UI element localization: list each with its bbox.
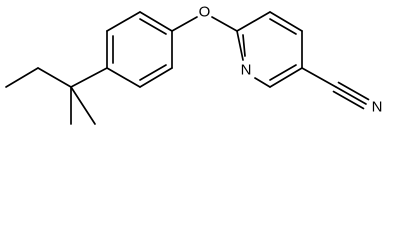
bond-quaternary-c-methyl-right <box>70 86 96 125</box>
bond-quaternary-c-to-benzene <box>70 67 108 88</box>
bond-ethyl-ch2-quaternary-c <box>37 67 72 88</box>
pyridine-double-bond-inner-3 <box>269 64 297 81</box>
pyridine-bond-n-c2 <box>236 30 244 61</box>
benzene-bond-3 <box>139 11 173 32</box>
pyridine-bond-c3-c4 <box>269 11 303 32</box>
benzene-ring <box>106 11 173 88</box>
pyridine-ring <box>236 11 303 88</box>
benzene-bond-5 <box>139 67 173 88</box>
ring-nitrogen-atom-label: N <box>241 62 252 79</box>
bond-ethyl-ch3-ch2 <box>5 67 39 88</box>
nitrile-group <box>301 67 370 110</box>
nitrile-nitrogen-atom-label: N <box>372 99 383 116</box>
pyridine-bond-c5-c6 <box>269 67 303 88</box>
nitrile-triple-bond-2 <box>337 81 370 101</box>
pyridine-bond-c2-c3 <box>236 11 271 32</box>
benzene-bond-6 <box>106 67 141 88</box>
chemical-structure-diagram: O N N <box>5 4 383 125</box>
nitrile-triple-bond-3 <box>332 90 365 110</box>
benzene-double-bond-inner-3 <box>139 64 167 81</box>
pyridine-bond-c6-n <box>254 77 271 88</box>
benzene-bond-2 <box>106 11 141 32</box>
tert-pentyl-group <box>5 67 108 125</box>
pyridine-double-bond-inner-1 <box>242 34 246 57</box>
bond-oxygen-to-pyridine <box>211 16 238 32</box>
nitrile-triple-bond-1 <box>335 86 367 105</box>
ether-linkage <box>171 16 238 32</box>
benzene-double-bond-inner-2 <box>139 18 167 35</box>
pyridine-double-bond-inner-2 <box>269 18 297 35</box>
bond-pyridine-to-nitrile-c <box>301 67 337 88</box>
oxygen-atom-label: O <box>199 4 211 21</box>
bond-benzene-to-oxygen <box>171 16 198 32</box>
